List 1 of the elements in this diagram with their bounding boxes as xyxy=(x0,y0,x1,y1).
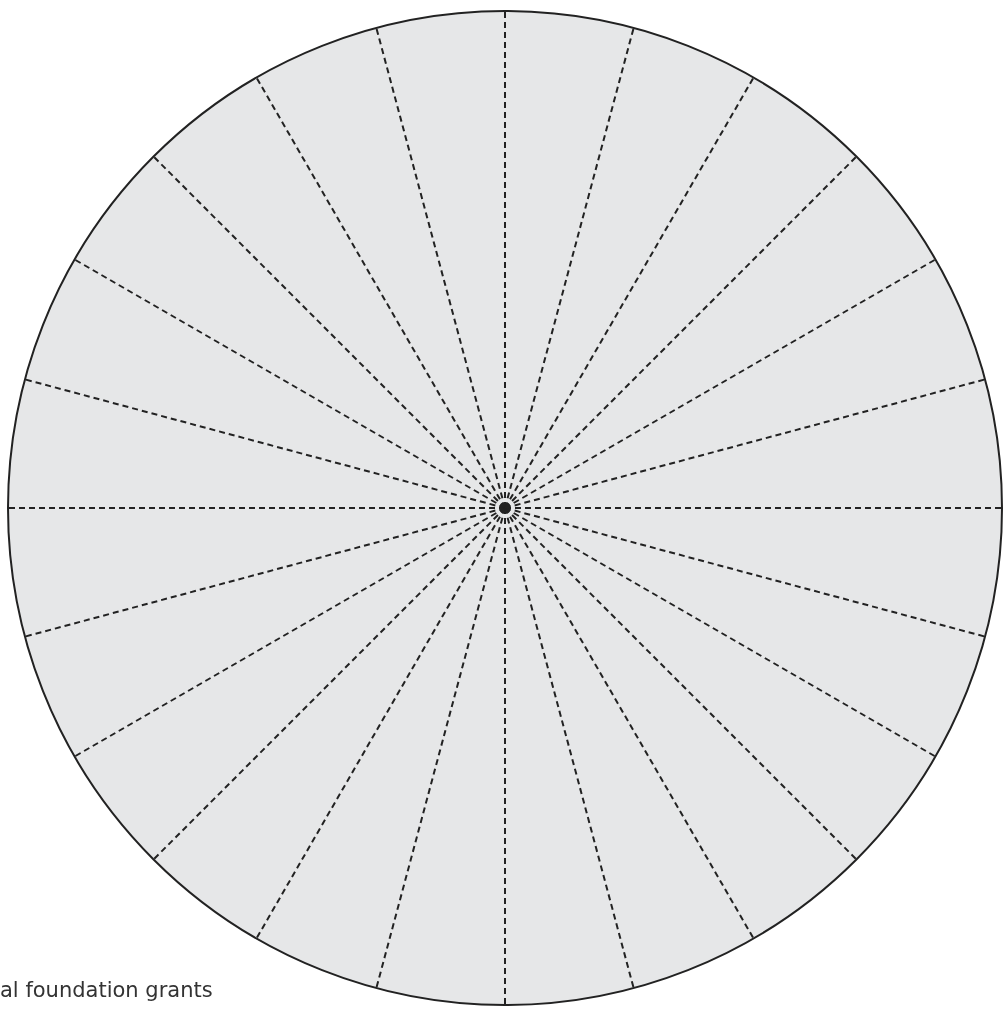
caption-text: al foundation grants xyxy=(0,978,213,1002)
